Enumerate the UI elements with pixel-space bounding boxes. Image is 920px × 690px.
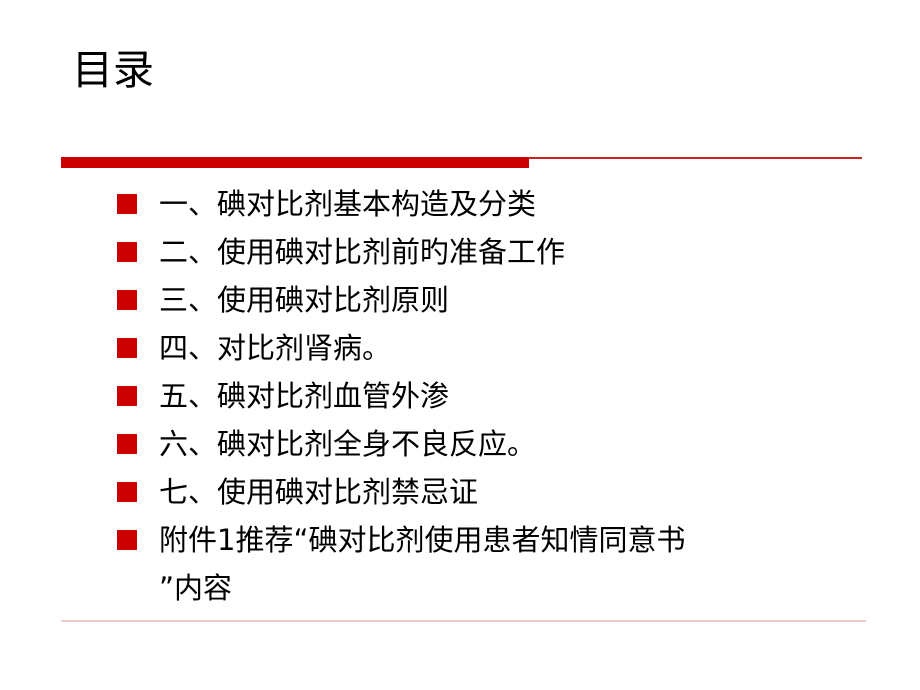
table-of-contents: 一、碘对比剂基本构造及分类 二、使用碘对比剂前旳准备工作 三、使用碘对比剂原则 … — [117, 180, 809, 612]
title-underline-thin — [529, 157, 862, 159]
toc-item-label: 附件1推荐“碘对比剂使用患者知情同意书 ”内容 — [159, 523, 686, 605]
slide-title: 目录 — [72, 46, 154, 94]
footer-rule — [61, 620, 866, 622]
toc-item-label: 五、碘对比剂血管外渗 — [159, 379, 450, 413]
toc-item: 附件1推荐“碘对比剂使用患者知情同意书 ”内容 — [117, 516, 809, 612]
toc-item-label: 二、使用碘对比剂前旳准备工作 — [159, 235, 566, 269]
toc-item: 二、使用碘对比剂前旳准备工作 — [117, 228, 809, 276]
toc-item: 一、碘对比剂基本构造及分类 — [117, 180, 809, 228]
square-bullet-icon — [117, 242, 137, 262]
toc-item-label: 一、碘对比剂基本构造及分类 — [159, 187, 537, 221]
toc-item: 七、使用碘对比剂禁忌证 — [117, 468, 809, 516]
square-bullet-icon — [117, 530, 137, 550]
square-bullet-icon — [117, 290, 137, 310]
square-bullet-icon — [117, 386, 137, 406]
square-bullet-icon — [117, 482, 137, 502]
toc-item-label: 四、对比剂肾病。 — [159, 331, 392, 365]
toc-item: 四、对比剂肾病。 — [117, 324, 809, 372]
square-bullet-icon — [117, 338, 137, 358]
square-bullet-icon — [117, 434, 137, 454]
square-bullet-icon — [117, 194, 137, 214]
toc-item: 三、使用碘对比剂原则 — [117, 276, 809, 324]
toc-item-label: 七、使用碘对比剂禁忌证 — [159, 475, 479, 509]
toc-item-label: 三、使用碘对比剂原则 — [159, 283, 450, 317]
title-underline-thick — [61, 157, 529, 168]
toc-item-label: 六、碘对比剂全身不良反应。 — [159, 427, 537, 461]
toc-item: 五、碘对比剂血管外渗 — [117, 372, 809, 420]
toc-item: 六、碘对比剂全身不良反应。 — [117, 420, 809, 468]
